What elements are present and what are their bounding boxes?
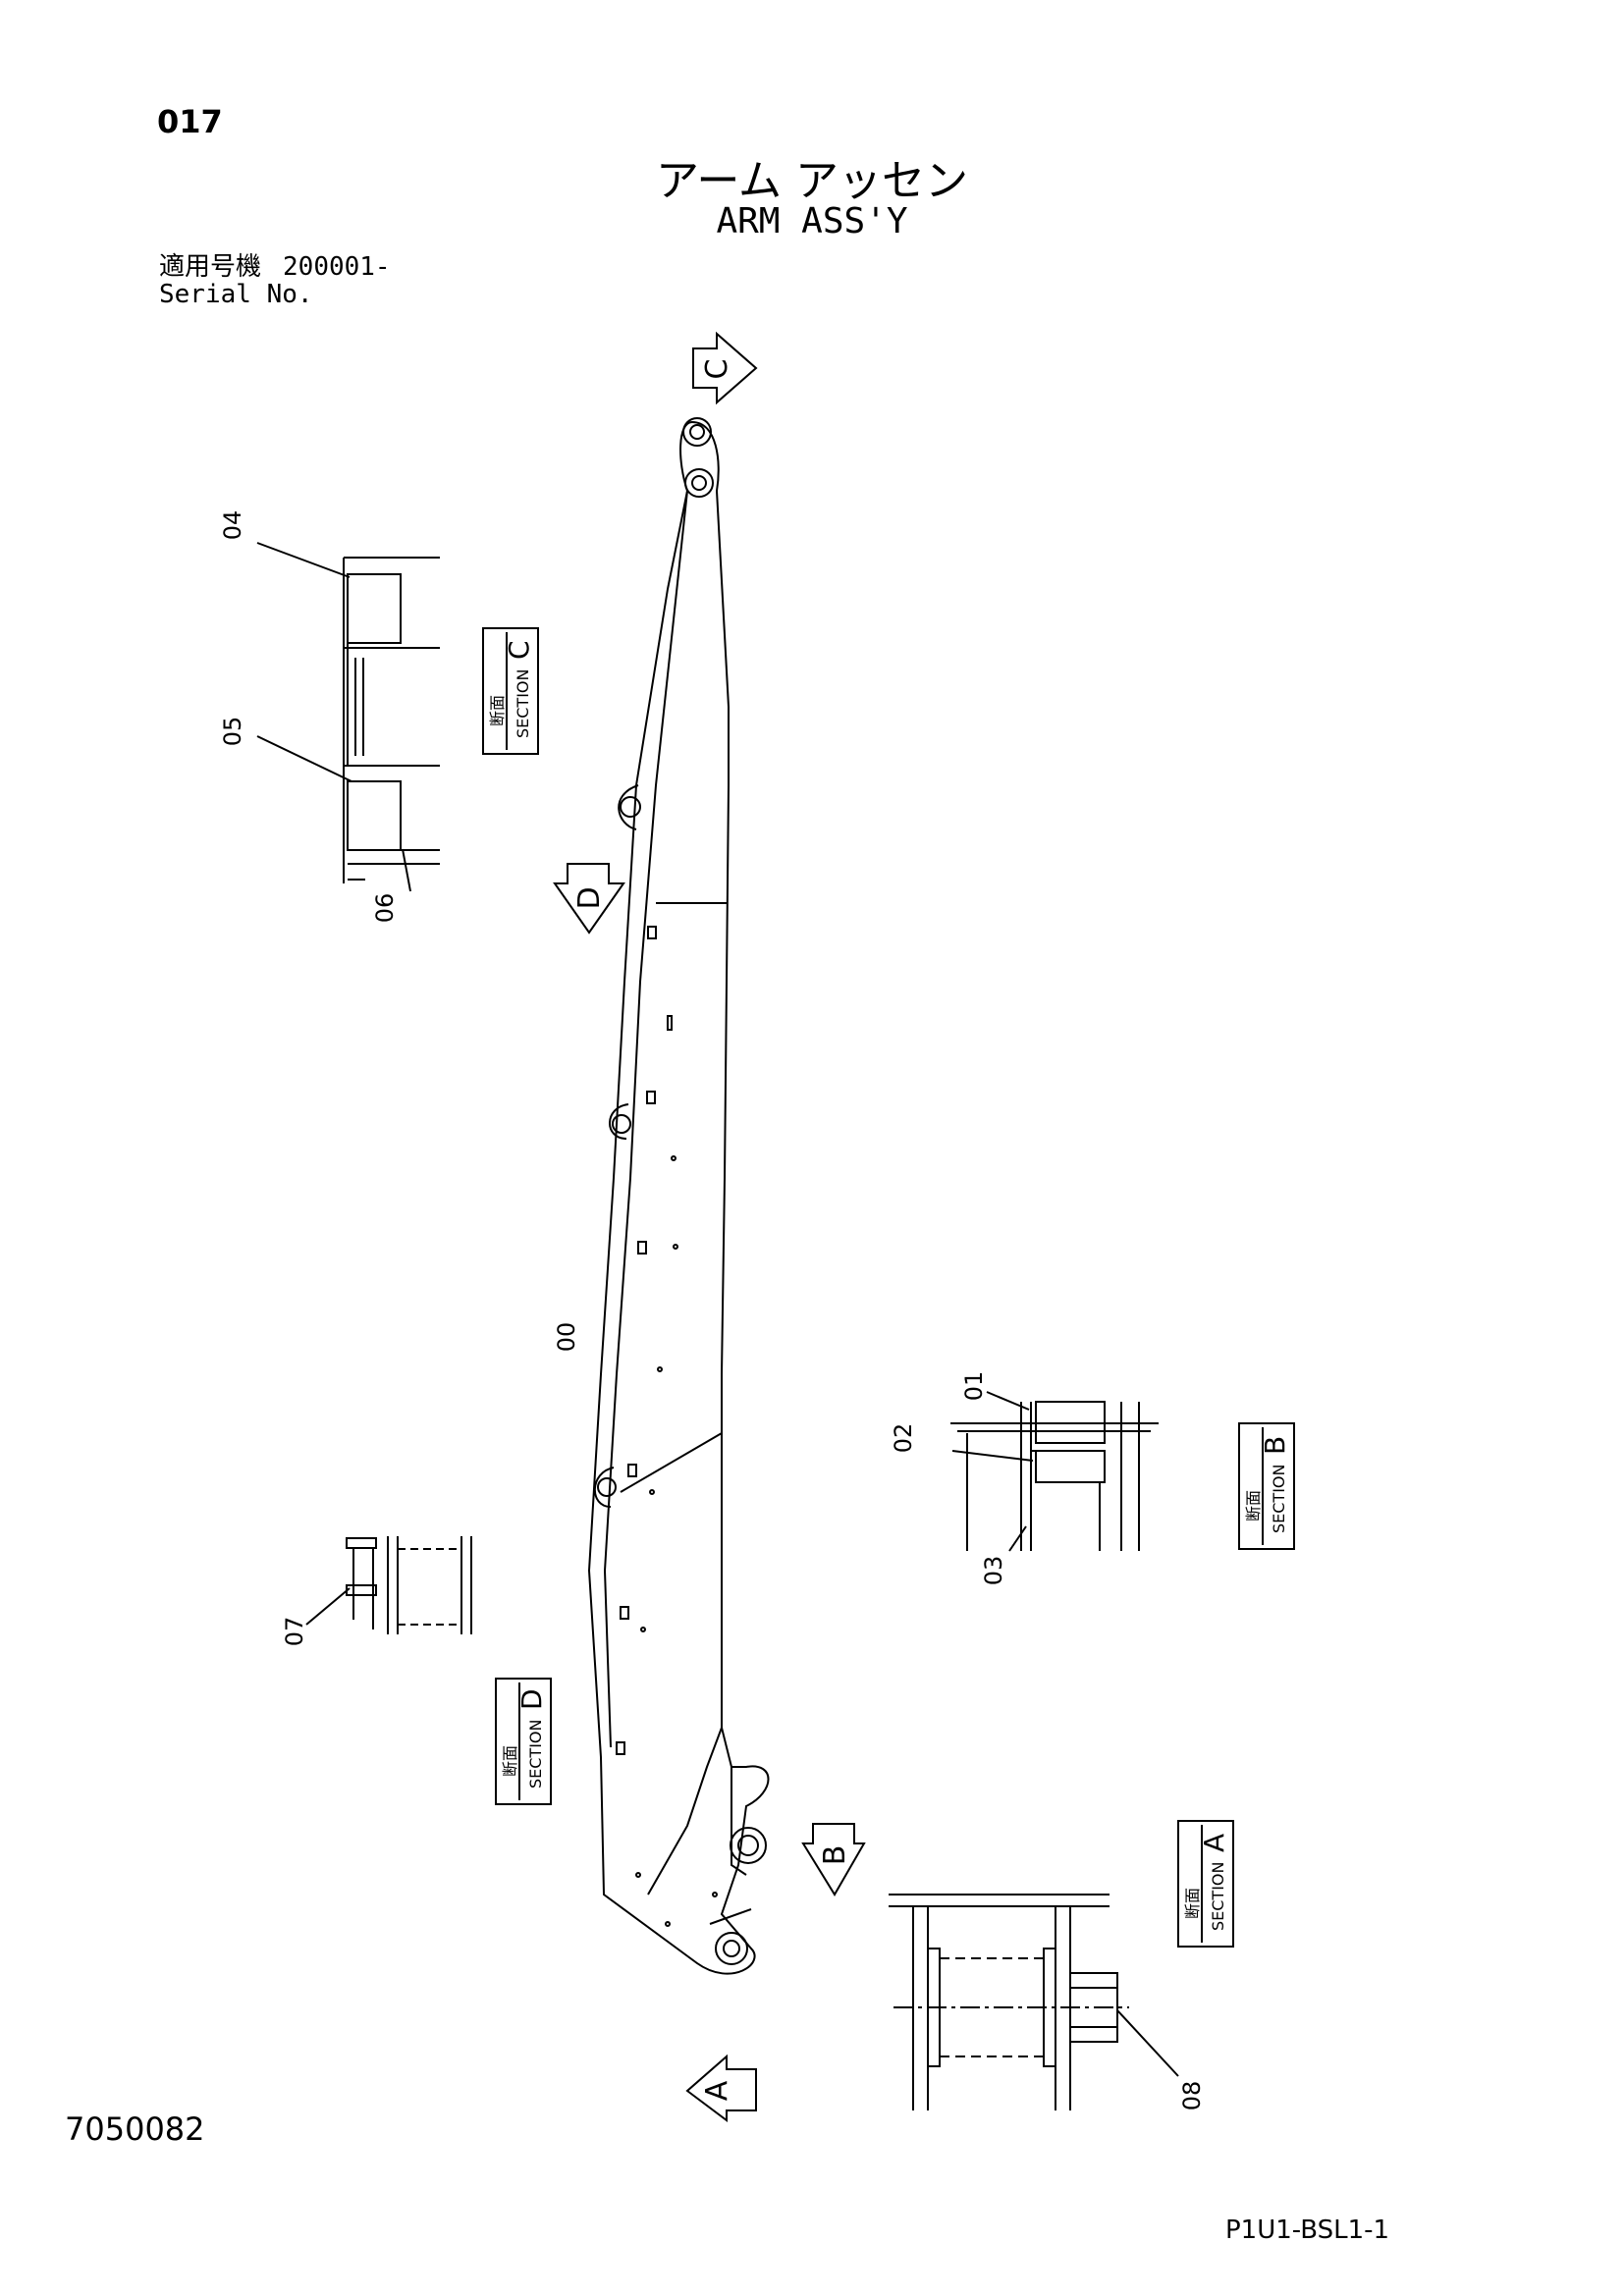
callout-03: 03 — [980, 1556, 1007, 1586]
callout-06: 06 — [371, 893, 399, 924]
view-marker-c: C — [700, 359, 734, 380]
serial-label-en: Serial No. — [159, 280, 313, 309]
section-d-en: SECTION — [526, 1720, 545, 1789]
section-a-en: SECTION — [1209, 1862, 1227, 1932]
page-number: 017 — [157, 103, 223, 140]
sheet-code: P1U1-BSL1-1 — [1225, 2216, 1390, 2245]
section-box-b — [1238, 1422, 1295, 1550]
view-arrow-a — [685, 2054, 757, 2122]
view-arrow-b — [801, 1823, 866, 1896]
arm-body — [587, 417, 770, 1975]
serial-label-jp: 適用号機 — [159, 252, 262, 282]
callout-04: 04 — [219, 510, 246, 541]
view-marker-d: D — [572, 886, 607, 909]
section-box-d — [495, 1678, 552, 1805]
callout-00: 00 — [553, 1322, 580, 1353]
section-box-a — [1177, 1820, 1234, 1948]
section-b-jp: 断面 — [1244, 1490, 1263, 1522]
section-b-letter: B — [1259, 1436, 1291, 1455]
section-b-detail — [950, 1391, 1159, 1552]
serial-block: 適用号機 200001- Serial No. — [159, 253, 391, 308]
view-arrow-d — [553, 863, 625, 934]
section-c-en: SECTION — [514, 669, 532, 739]
section-b-en: SECTION — [1270, 1465, 1288, 1534]
callout-01: 01 — [960, 1371, 988, 1402]
section-d-detail — [305, 1536, 472, 1634]
section-c-letter: C — [503, 640, 535, 660]
section-box-c — [482, 627, 539, 755]
section-a-letter: A — [1198, 1834, 1230, 1852]
callout-02: 02 — [890, 1423, 917, 1454]
view-marker-a: A — [700, 2080, 734, 2101]
section-a-jp: 断面 — [1183, 1888, 1202, 1919]
section-c-jp: 断面 — [488, 695, 507, 726]
section-d-jp: 断面 — [501, 1745, 519, 1777]
callout-08: 08 — [1178, 2081, 1206, 2111]
section-a-detail — [889, 1894, 1179, 2110]
view-arrow-c — [692, 331, 758, 405]
title-japanese: アーム アッセン — [655, 156, 969, 206]
section-d-letter: D — [515, 1688, 548, 1710]
section-c-detail — [256, 542, 440, 892]
title-english: ARM ASS'Y — [716, 201, 908, 241]
view-marker-b: B — [818, 1845, 852, 1866]
document-id: 7050082 — [65, 2110, 205, 2148]
callout-07: 07 — [281, 1617, 308, 1647]
callout-05: 05 — [219, 717, 246, 747]
serial-value: 200001- — [283, 252, 391, 282]
